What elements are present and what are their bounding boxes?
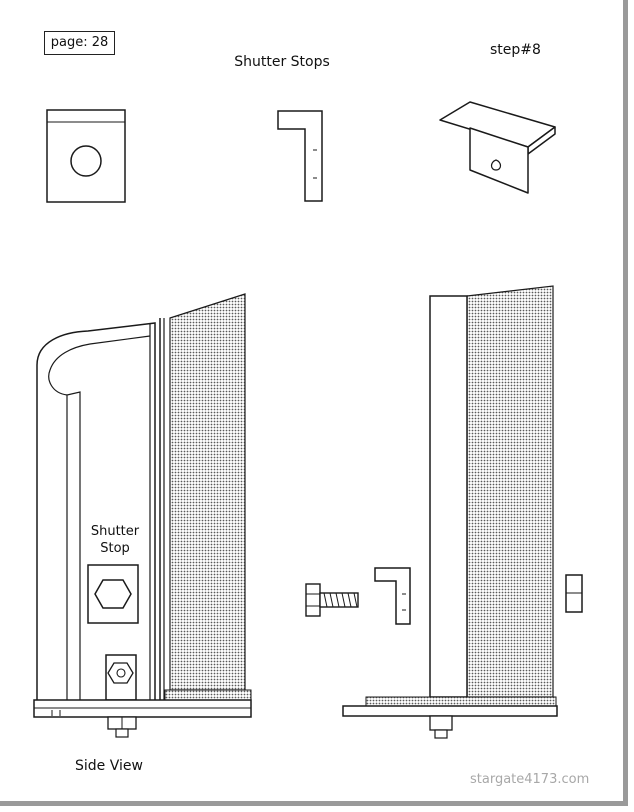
page-number: page: 28 xyxy=(50,35,109,50)
side-view-assembly xyxy=(33,293,252,738)
bolt xyxy=(305,583,359,617)
exploded-view-assembly xyxy=(305,285,583,739)
shutter-stop-end-view xyxy=(565,574,583,613)
stippled-panel-right xyxy=(466,285,554,698)
diagram-title: Shutter Stops xyxy=(234,54,330,70)
hex-bolt-head xyxy=(94,579,132,609)
housing-outline xyxy=(36,322,156,700)
bottom-nut-right xyxy=(429,715,453,731)
base-strip-right xyxy=(365,696,557,707)
vertical-frame xyxy=(429,295,468,698)
shutter-stop-front-view xyxy=(46,109,126,203)
stippled-panel-left xyxy=(169,293,246,691)
watermark: stargate4173.com xyxy=(470,772,590,787)
shutter-stop-label: Shutter Stop xyxy=(84,523,146,557)
step-number: step#8 xyxy=(490,42,541,58)
shutter-stop-exploded xyxy=(374,567,411,625)
base-plate-right xyxy=(342,705,558,717)
shutter-stop-iso-view xyxy=(439,101,556,194)
page-number-box: page: 28 xyxy=(44,31,115,55)
side-view-label: Side View xyxy=(75,758,143,774)
shutter-stop-side-view xyxy=(277,110,323,202)
base-strip-stippled xyxy=(164,689,252,701)
hex-nut xyxy=(107,662,134,684)
shutter-stop-label-line2: Stop xyxy=(100,541,130,556)
shutter-stop-label-line1: Shutter xyxy=(90,524,140,539)
